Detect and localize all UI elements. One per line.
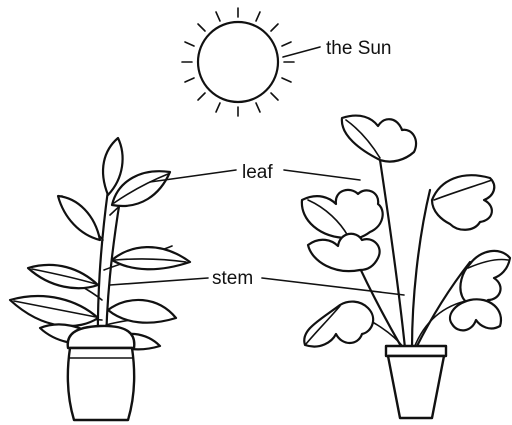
left-leaf-upper-left xyxy=(58,196,100,240)
right-leaf-top xyxy=(342,116,416,162)
right-plant xyxy=(302,116,510,348)
right-leaf-upper-left xyxy=(302,190,383,239)
right-leaf-mid-left xyxy=(308,234,380,271)
sun-leader-line xyxy=(283,47,320,57)
left-leaf-mid-right xyxy=(112,247,190,269)
sun-drawing xyxy=(182,8,294,116)
sun-label: the Sun xyxy=(326,38,392,59)
left-leaf-low-right xyxy=(108,300,176,323)
stem-label: stem xyxy=(212,268,253,289)
right-pot xyxy=(386,346,446,418)
left-leaf-top xyxy=(103,138,123,195)
leaf-label: leaf xyxy=(242,162,273,183)
leaf-leader-right xyxy=(284,170,360,180)
left-pot xyxy=(68,326,135,420)
stem-leader-left xyxy=(110,278,208,285)
left-plant xyxy=(10,138,190,355)
left-leaf-mid-left xyxy=(28,265,98,288)
stem-leader-right xyxy=(262,278,404,295)
right-leaf-upper-right xyxy=(432,175,494,230)
left-leaf-low-left xyxy=(10,296,98,326)
